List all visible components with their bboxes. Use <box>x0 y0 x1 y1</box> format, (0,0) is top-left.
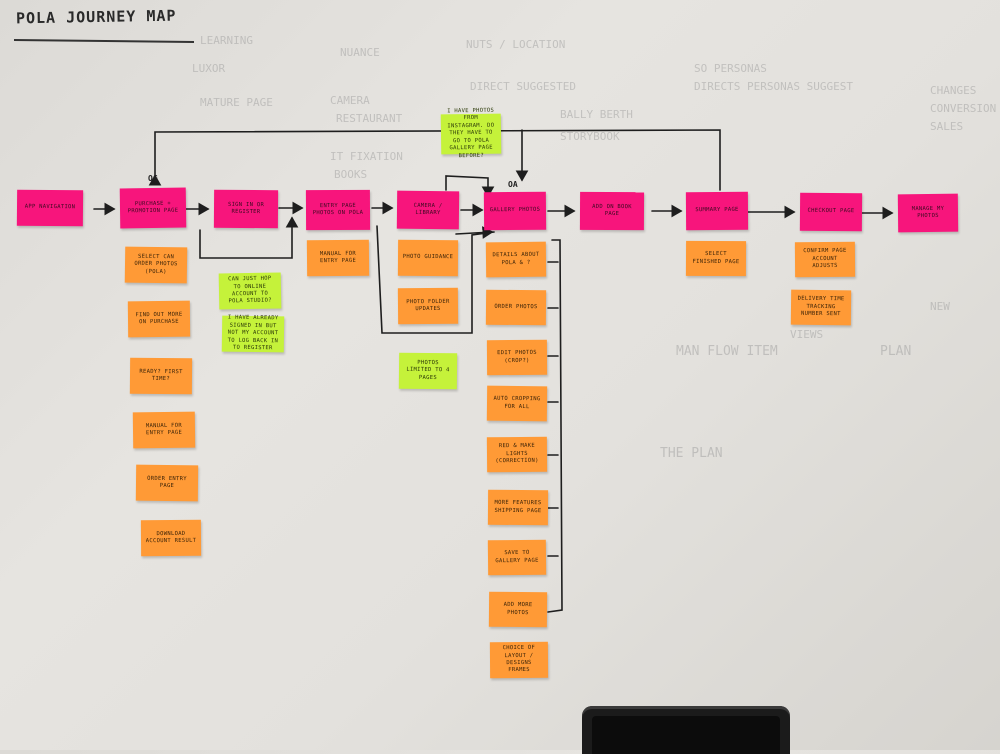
sticky-note-purchase-detail: Select can order Photos (Pola) <box>125 247 187 284</box>
sticky-note-gallery-detail: Order Photos <box>486 290 546 326</box>
sticky-note-camera-library: Camera / Library <box>397 191 459 230</box>
laptop-device <box>582 706 790 754</box>
sticky-note-signin-question: I have already signed in but not my acco… <box>222 316 284 353</box>
oa-tag: OA <box>508 180 518 189</box>
sticky-note-summary-detail: Select Finished Page <box>686 241 746 276</box>
og-tag: OG <box>148 174 158 183</box>
sticky-note-entry-page: Entry Page Photos on Pola <box>306 190 370 230</box>
sticky-note-gallery-photos: Gallery Photos <box>484 192 546 231</box>
sticky-note-purchase-detail: Manual for Entry Page <box>133 412 195 449</box>
sticky-note-purchase-promotion: Purchase + Promotion Page <box>120 188 187 229</box>
sticky-note-add-on-book: Add on Book Page <box>580 192 644 230</box>
sticky-note-checkout-detail: Confirm Page Account Adjusts <box>795 242 855 277</box>
sticky-note-purchase-detail: Find out more on Purchase <box>128 301 190 338</box>
sticky-note-purchase-detail: Order Entry Page <box>136 465 198 502</box>
sticky-note-signin-question: Can just hop to online account to Pola S… <box>219 272 282 309</box>
sticky-note-gallery-detail: Auto Cropping for All <box>487 386 547 422</box>
sticky-note-manage-my-photos: Manage My Photos <box>898 194 958 233</box>
sticky-note-summary-page: Summary Page <box>686 192 748 230</box>
sticky-note-gallery-detail: Add More Photos <box>489 592 547 628</box>
sticky-note-top-question: I have Photos from Instagram. Do they ha… <box>441 114 502 155</box>
sticky-note-gallery-detail: Save to Gallery Page <box>488 540 546 576</box>
sticky-note-entry-detail: Manual for Entry Page <box>307 240 369 277</box>
sticky-note-checkout-page: Checkout Page <box>800 193 862 232</box>
sticky-note-gallery-detail: Details about Pola & ? <box>486 242 546 278</box>
sticky-note-gallery-detail: More Features Shipping Page <box>488 490 548 525</box>
sticky-note-app-navigation: App Navigation <box>17 190 83 227</box>
sticky-note-gallery-detail: Choice of Layout / Designs Frames <box>490 642 548 678</box>
sticky-note-purchase-detail: Download Account Result <box>141 520 201 556</box>
sticky-note-sign-in: Sign in or Register <box>214 190 278 228</box>
sticky-note-camera-detail: Photo Folder Updates <box>398 288 458 325</box>
sticky-note-checkout-detail: Delivery Time Tracking Number Sent <box>791 290 851 326</box>
sticky-note-purchase-detail: Ready? First time? <box>130 358 192 395</box>
sticky-note-gallery-detail: Edit Photos (Crop?) <box>487 340 547 375</box>
sticky-note-camera-detail: Photo Guidance <box>398 240 458 276</box>
sticky-note-camera-limit: Photos limited to 4 Pages <box>399 353 457 390</box>
sticky-note-gallery-detail: Red & Make Lights (Correction) <box>487 437 547 473</box>
